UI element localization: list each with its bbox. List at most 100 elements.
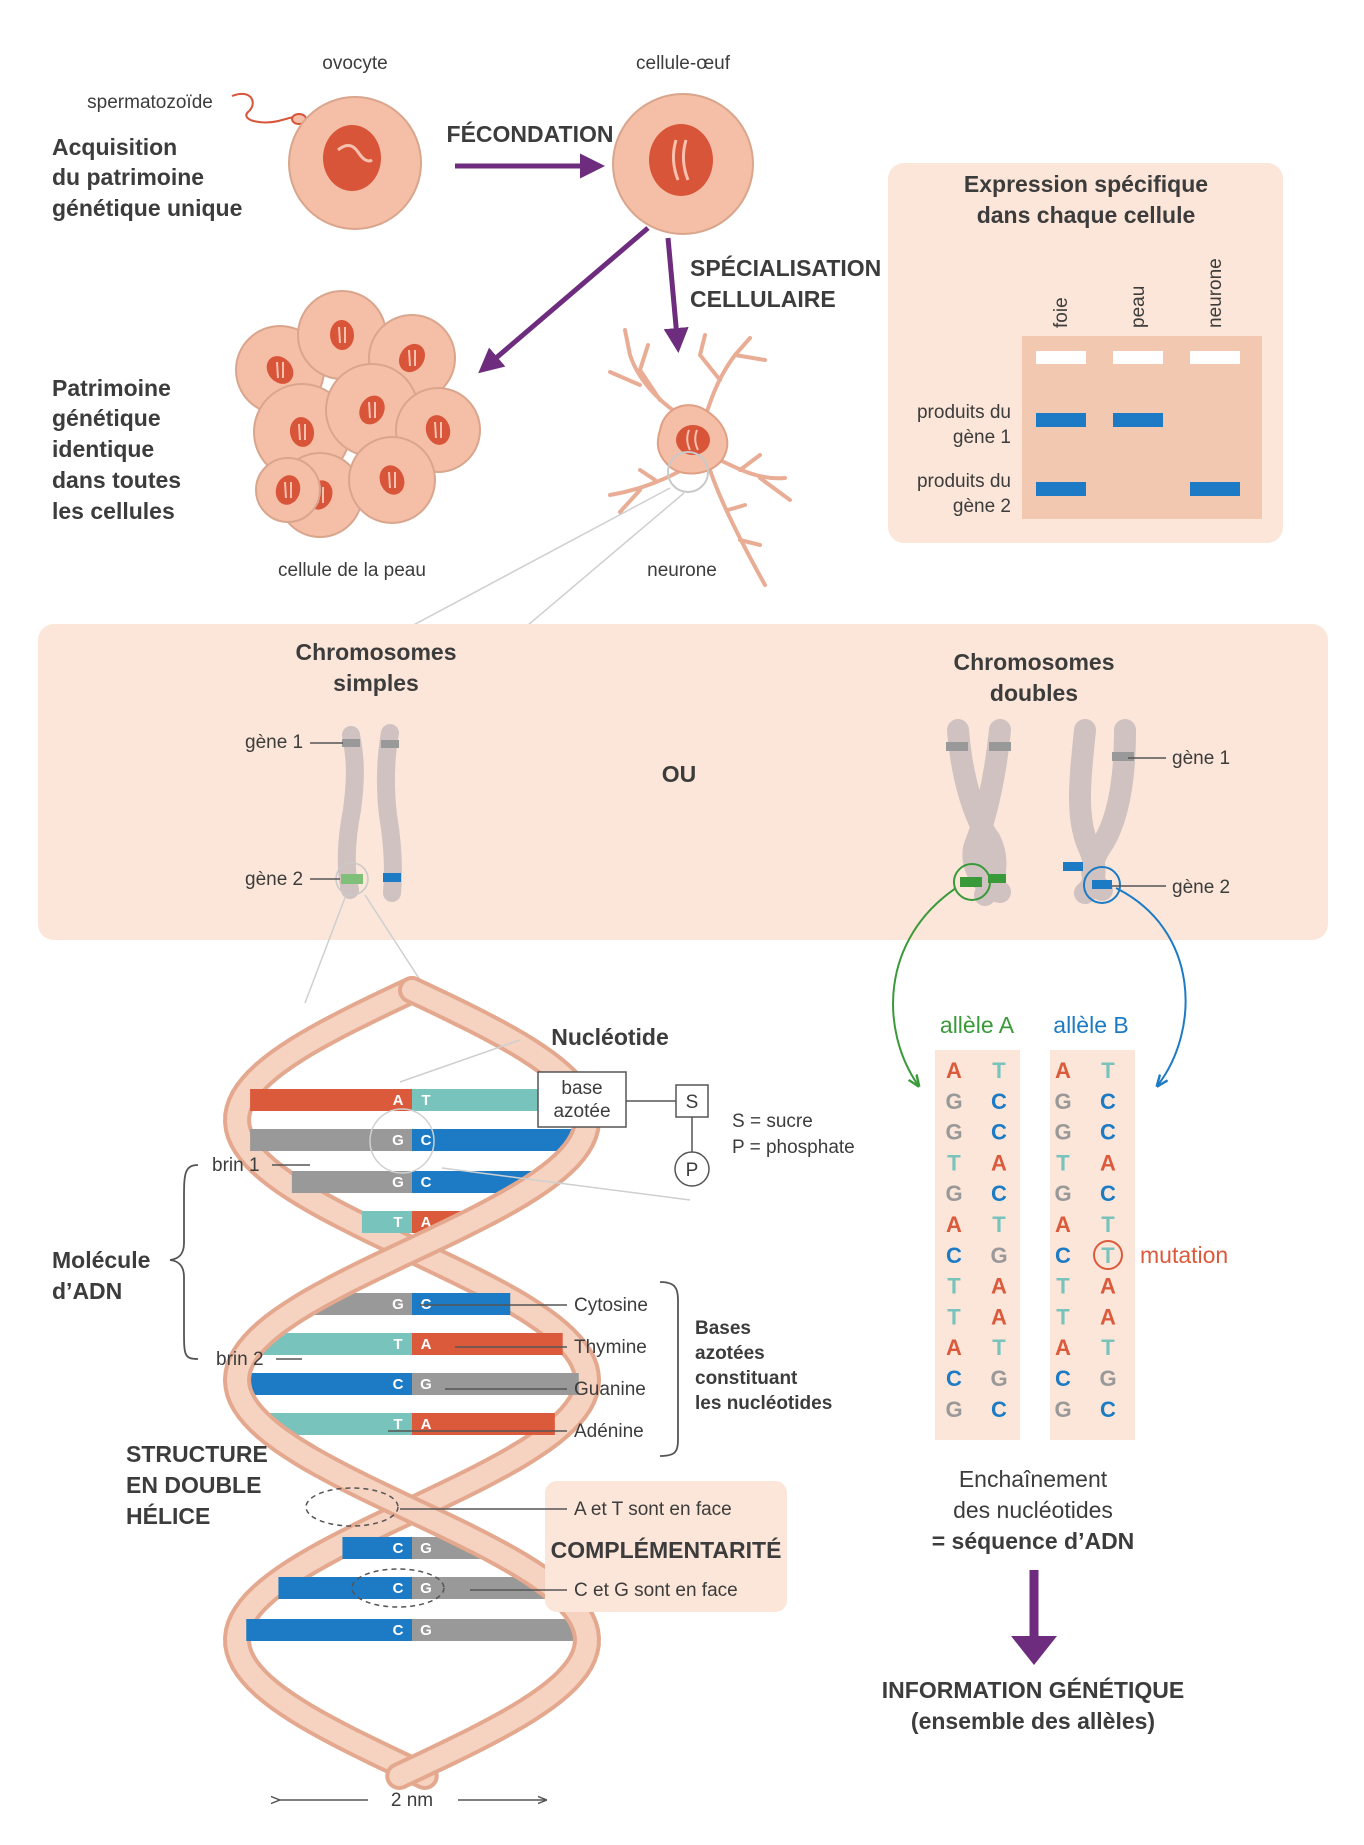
gel-band xyxy=(1190,482,1240,496)
chromosomes-doubles-title: Chromosomes xyxy=(953,649,1114,675)
sequence-base: C xyxy=(946,1366,962,1391)
gel-row-label: produits du xyxy=(917,402,1011,423)
svg-text:du patrimoine: du patrimoine xyxy=(52,164,204,190)
cellule-oeuf-label: cellule-œuf xyxy=(636,53,731,74)
base-C xyxy=(246,1619,412,1641)
gene1-label-left: gène 1 xyxy=(245,732,303,753)
base-letter: C xyxy=(421,1174,432,1191)
structure-label: STRUCTURE xyxy=(126,1441,268,1467)
chromosomes-simples-title: Chromosomes xyxy=(295,639,456,665)
gel-well xyxy=(1113,351,1163,364)
sequence-base: C xyxy=(1055,1243,1071,1268)
neurone-label: neurone xyxy=(647,560,717,581)
sequence-base: G xyxy=(1054,1181,1071,1206)
arrow-to-skin xyxy=(478,226,650,374)
brin1-label: brin 1 xyxy=(212,1155,260,1176)
sequence-base: T xyxy=(1101,1335,1115,1360)
base-azotee-label-line2: azotée xyxy=(553,1101,610,1122)
structure-label-line3: HÉLICE xyxy=(126,1502,210,1529)
sequence-base: A xyxy=(1100,1274,1116,1299)
base-A xyxy=(250,1089,412,1111)
sequence-base: A xyxy=(991,1150,1007,1175)
cytosine-label: Cytosine xyxy=(574,1295,648,1316)
sequence-base: T xyxy=(1056,1274,1070,1299)
sequence-base: T xyxy=(1101,1058,1115,1083)
allele-b-label: allèle B xyxy=(1053,1012,1128,1038)
strand-back-inner xyxy=(227,980,598,1786)
specialisation-label: SPÉCIALISATION CELLULAIRE xyxy=(690,254,881,312)
chromosomes-doubles-title-line2: doubles xyxy=(990,680,1078,706)
svg-text:génétique: génétique xyxy=(52,405,161,431)
enchainement-label: Enchaînement xyxy=(959,1466,1108,1492)
sequence-base: C xyxy=(991,1397,1007,1422)
base-C xyxy=(342,1537,412,1559)
spermatozoide-label: spermatozoïde xyxy=(87,92,213,113)
base-T xyxy=(269,1413,412,1435)
cellule-oeuf-cell xyxy=(612,93,754,235)
sequence-base: G xyxy=(945,1120,962,1145)
complementarity-box: A et T sont en face COMPLÉMENTARITÉ C et… xyxy=(400,1481,787,1612)
information-arrow-head xyxy=(1011,1636,1057,1665)
chromosomes-simples-title-line2: simples xyxy=(333,670,419,696)
ovocyte-label: ovocyte xyxy=(322,53,387,74)
molecule-label: Molécule xyxy=(52,1247,150,1273)
base-letter: A xyxy=(421,1336,432,1353)
base-A xyxy=(412,1413,555,1435)
sequence-base: C xyxy=(1055,1366,1071,1391)
sequence-base: G xyxy=(945,1181,962,1206)
svg-text:dans toutes: dans toutes xyxy=(52,467,181,493)
bases-brace xyxy=(659,1281,679,1457)
sequence-base: G xyxy=(990,1366,1007,1391)
sequence-base: G xyxy=(945,1397,962,1422)
base-letter: T xyxy=(393,1336,402,1353)
molecule-brace xyxy=(169,1164,199,1360)
sequence-base: G xyxy=(945,1089,962,1114)
base-letter: A xyxy=(393,1092,404,1109)
at-face-label: A et T sont en face xyxy=(574,1499,732,1520)
sequence-base: T xyxy=(992,1058,1006,1083)
gel-band xyxy=(1036,413,1086,427)
sequence-base: T xyxy=(992,1335,1006,1360)
spermatozoide-tail xyxy=(231,93,299,124)
guanine-label: Guanine xyxy=(574,1379,646,1400)
base-letter: G xyxy=(392,1132,404,1149)
base-letter: G xyxy=(420,1376,432,1393)
chromosomes-panel: Chromosomes simples Chromosomes doubles … xyxy=(38,624,1328,940)
fecondation-label: FÉCONDATION xyxy=(447,120,614,147)
sequence-base: G xyxy=(1099,1366,1116,1391)
allele-a-strip xyxy=(935,1050,1020,1440)
svg-text:SPÉCIALISATION: SPÉCIALISATION xyxy=(690,254,881,281)
arrow-allele-a xyxy=(892,887,957,1085)
svg-text:Patrimoine: Patrimoine xyxy=(52,375,171,401)
cg-pair-ellipse xyxy=(351,1568,445,1608)
sequence-base: T xyxy=(1056,1304,1070,1329)
neuron-cell xyxy=(608,328,792,587)
base-C xyxy=(412,1129,574,1151)
sequence-base: T xyxy=(1101,1212,1115,1237)
sequence-base: A xyxy=(1100,1150,1116,1175)
base-letter: T xyxy=(393,1416,402,1433)
bases-title-line4: les nucléotides xyxy=(695,1393,832,1414)
cellule-peau-label: cellule de la peau xyxy=(278,560,426,581)
svg-text:CELLULAIRE: CELLULAIRE xyxy=(690,286,836,312)
gel-row-label: produits du xyxy=(917,471,1011,492)
bases-title: Bases xyxy=(695,1318,751,1339)
arrow-allele-b xyxy=(1115,887,1187,1085)
base-letter: A xyxy=(421,1214,432,1231)
sequence-base: T xyxy=(947,1150,961,1175)
base-letter: C xyxy=(421,1132,432,1149)
base-letter: G xyxy=(420,1622,432,1639)
sequence-base: T xyxy=(1056,1150,1070,1175)
expression-title-line2: dans chaque cellule xyxy=(977,202,1196,228)
sequence-base: G xyxy=(1054,1120,1071,1145)
at-pair-ellipse xyxy=(305,1487,399,1527)
double-chromosome-2 xyxy=(1063,719,1136,904)
base-G xyxy=(412,1373,579,1395)
complementarite-label: COMPLÉMENTARITÉ xyxy=(551,1536,782,1563)
